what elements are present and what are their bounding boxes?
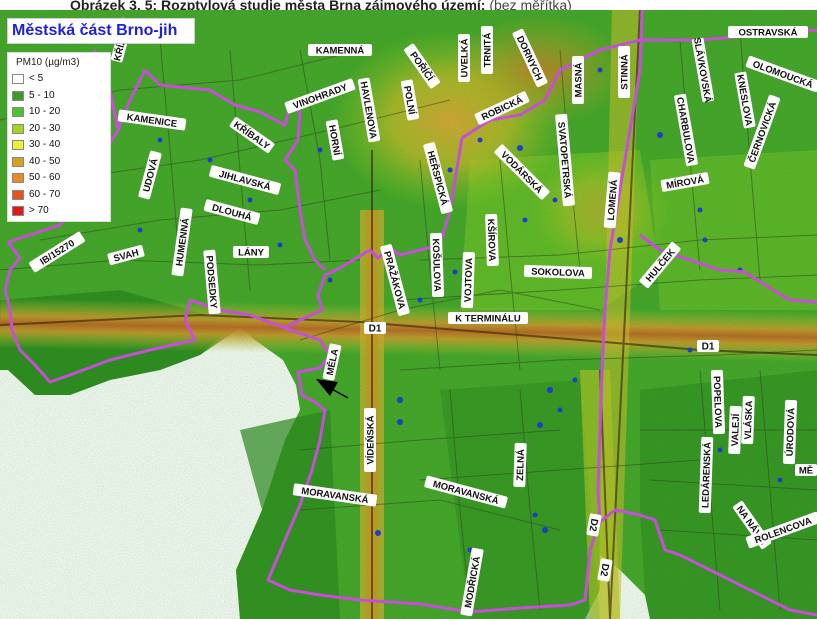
label-masna: MASNÁ bbox=[574, 62, 585, 97]
legend-item: 40 - 50 bbox=[12, 155, 108, 170]
label-horni: HORNÍ bbox=[326, 124, 342, 156]
legend-swatch bbox=[12, 123, 24, 134]
street-network bbox=[0, 29, 817, 611]
label-d1-west: D1 bbox=[369, 324, 382, 335]
label-d1-east: D1 bbox=[702, 342, 715, 353]
legend-label: 40 - 50 bbox=[29, 155, 61, 167]
caption-bold: Obrázek 3. 5: Rozptylová studie města Br… bbox=[70, 0, 486, 13]
label-uvelka: UVELKÁ bbox=[460, 38, 471, 77]
legend-swatch bbox=[12, 140, 24, 150]
label-kamenna: KAMENNÁ bbox=[316, 46, 365, 57]
label-ostravska: OSTRAVSKÁ bbox=[739, 28, 798, 39]
label-urodova: ÚRODOVÁ bbox=[784, 407, 798, 456]
legend-label: 10 - 20 bbox=[29, 106, 61, 117]
district-boundaries bbox=[3, 10, 817, 617]
label-valeji: VALEJÍ bbox=[730, 413, 742, 446]
legend-swatch bbox=[12, 173, 24, 183]
label-lany: LÁNY bbox=[238, 248, 265, 259]
legend-swatch bbox=[12, 189, 24, 200]
caption-normal: (bez měřítka) bbox=[485, 0, 572, 13]
pollution-map[interactable]: KAMENNÁ POŘÍČÍ UVELKÁ TRNITÁ DORNYCH MAS… bbox=[0, 10, 817, 619]
legend-item: 50 - 60 bbox=[12, 171, 108, 186]
district-title: Městská část Brno-jih bbox=[7, 18, 195, 44]
label-mela: MĚLA bbox=[324, 348, 341, 377]
major-roads bbox=[0, 10, 817, 619]
legend-item: 5 - 10 bbox=[12, 89, 108, 104]
label-popelova: POPELOVA bbox=[711, 376, 724, 429]
location-arrow-icon bbox=[316, 379, 349, 399]
legend-swatch bbox=[12, 90, 24, 101]
boundary-west-3 bbox=[3, 241, 22, 311]
legend-item: 20 - 30 bbox=[12, 122, 108, 137]
label-ksirova: KŠÍROVA bbox=[485, 219, 498, 262]
label-d2-south: D2 bbox=[597, 563, 610, 578]
label-trnita: TRNITÁ bbox=[483, 32, 494, 67]
figure-caption: Obrázek 3. 5: Rozptylová studie města Br… bbox=[70, 0, 572, 14]
legend-item: < 5 bbox=[12, 72, 108, 87]
legend-label: < 5 bbox=[29, 73, 44, 84]
legend-item: 10 - 20 bbox=[12, 105, 108, 120]
label-kosulova: KOŠULOVA bbox=[430, 238, 444, 292]
label-podsedky: PODSEDKY bbox=[203, 255, 219, 310]
label-sokolova: SOKOLOVA bbox=[531, 267, 585, 280]
legend-label: 5 - 10 bbox=[29, 89, 55, 101]
legend-label: 30 - 40 bbox=[29, 139, 61, 150]
label-vojtova: VOJTOVA bbox=[463, 257, 476, 302]
boundary-brno-jih bbox=[266, 137, 817, 617]
label-stinna: STINNÁ bbox=[620, 54, 631, 90]
label-polni: POLNÍ bbox=[401, 85, 417, 116]
legend: PM10 (µg/m3) < 5 5 - 10 10 - 20 20 - 30 30 -… bbox=[7, 52, 111, 222]
legend-swatch bbox=[12, 156, 24, 167]
legend-item: > 70 bbox=[12, 204, 108, 219]
label-kterminalu: K TERMINÁLU bbox=[455, 314, 521, 325]
legend-label: 60 - 70 bbox=[29, 188, 61, 200]
boundary-west bbox=[143, 68, 327, 272]
legend-title: PM10 (µg/m3) bbox=[16, 57, 80, 68]
legend-item: 30 - 40 bbox=[12, 138, 108, 153]
legend-swatch bbox=[12, 74, 24, 84]
label-me: MĚ bbox=[799, 465, 813, 477]
label-vlaska: VLÁSKA bbox=[743, 400, 755, 440]
legend-label: > 70 bbox=[29, 205, 49, 216]
boundary-east bbox=[596, 10, 644, 523]
legend-swatch bbox=[12, 107, 24, 117]
label-d2-north: D2 bbox=[586, 518, 599, 533]
legend-item: 60 - 70 bbox=[12, 188, 108, 203]
label-ledarenska: LEDÁRENSKÁ bbox=[700, 442, 713, 508]
street-labels: KAMENNÁ POŘÍČÍ UVELKÁ TRNITÁ DORNYCH MAS… bbox=[29, 17, 817, 617]
label-videnska: VÍDEŇSKÁ bbox=[365, 415, 377, 464]
legend-label: 20 - 30 bbox=[29, 122, 61, 134]
legend-swatch bbox=[12, 206, 24, 216]
legend-label: 50 - 60 bbox=[29, 172, 61, 183]
label-zelna: ZELNÁ bbox=[515, 449, 527, 481]
label-lomena: LOMENÁ bbox=[606, 179, 621, 221]
